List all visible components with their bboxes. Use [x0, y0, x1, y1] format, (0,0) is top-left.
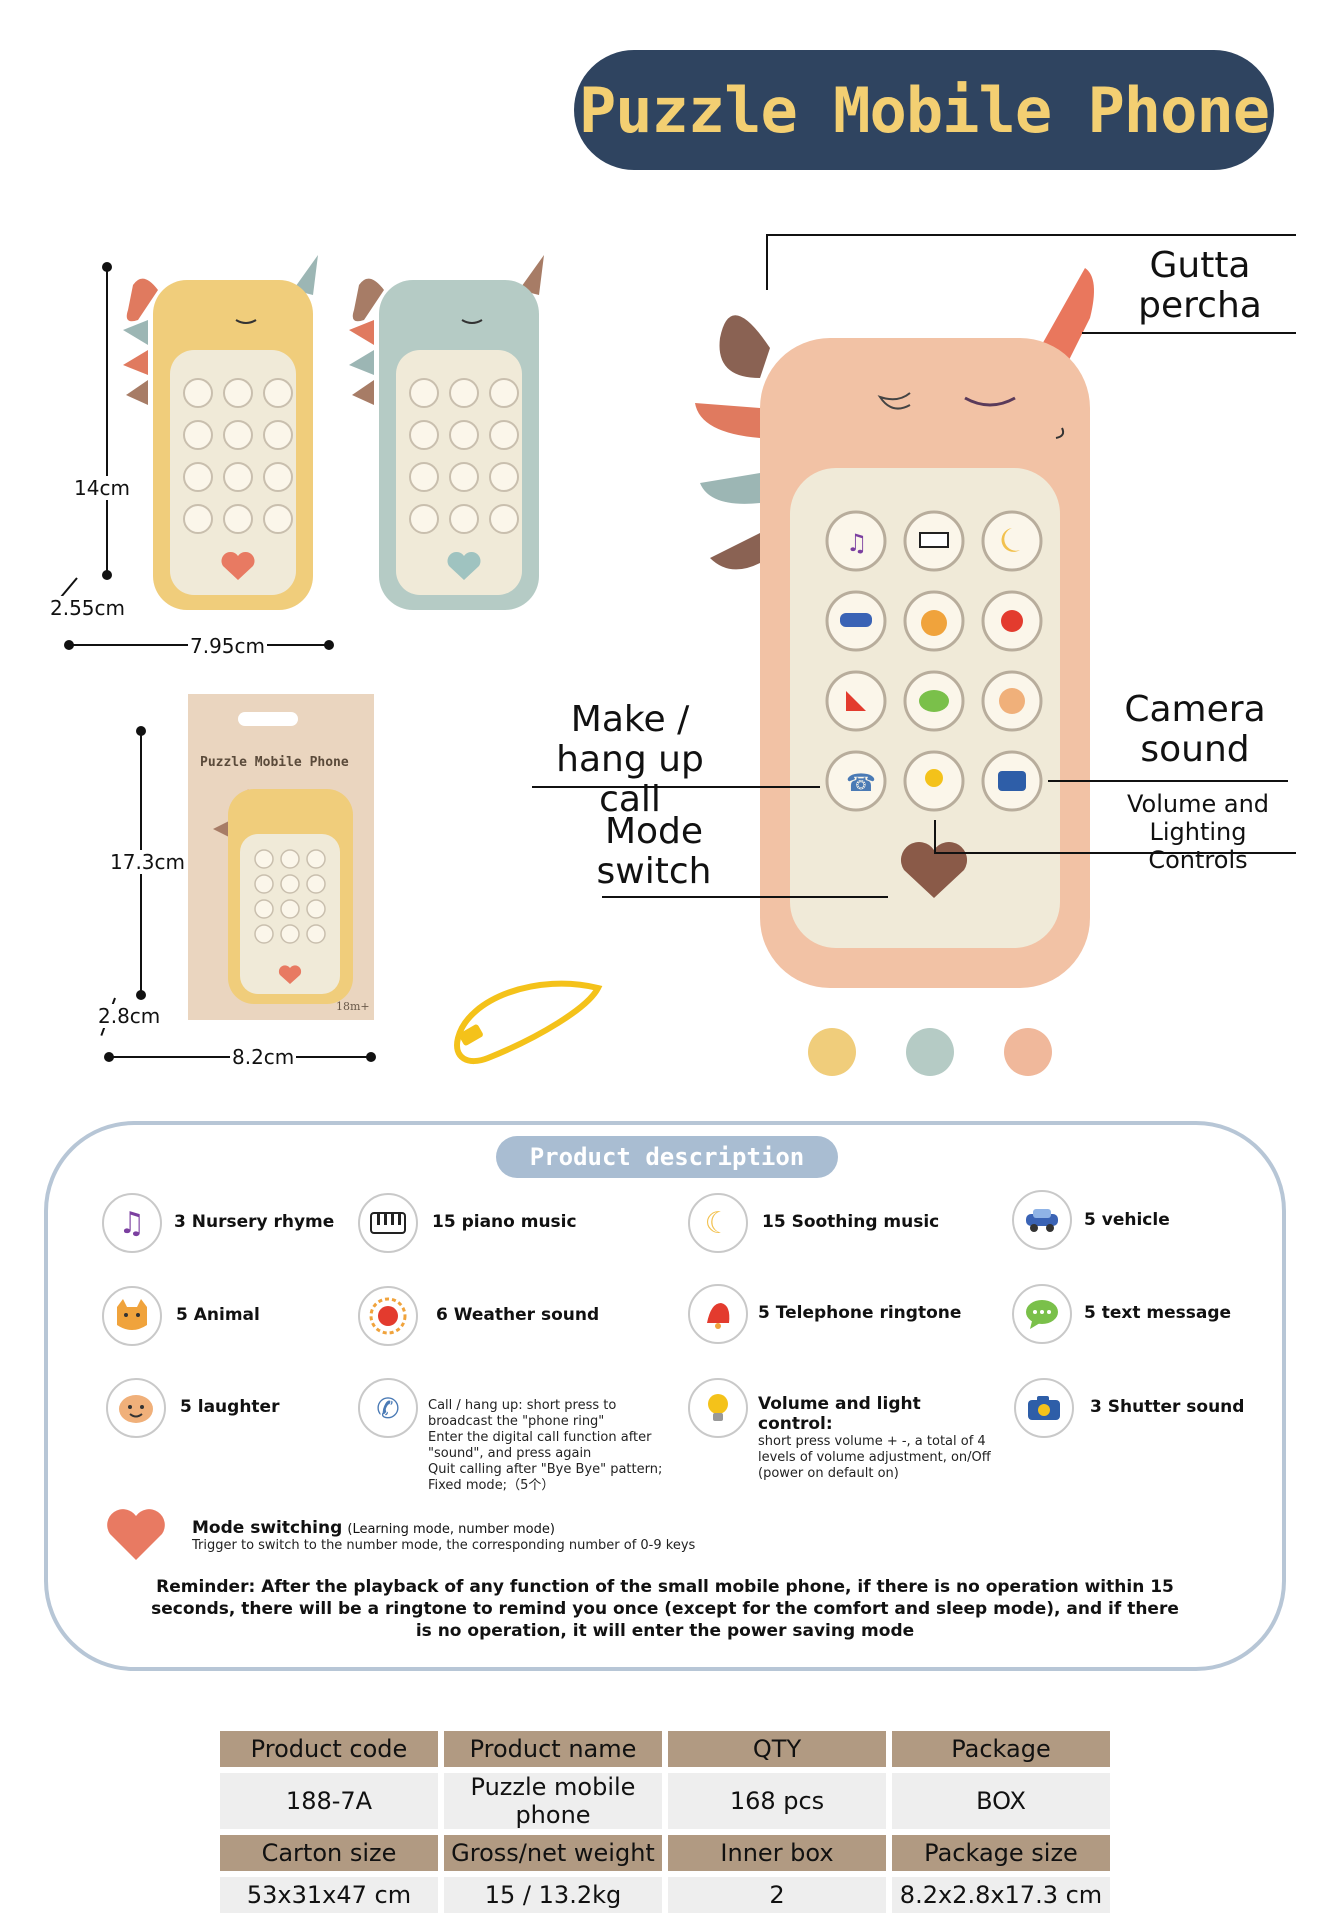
callout-volume-lighting: Volume and Lighting Controls [1126, 790, 1270, 874]
value-inner-box: 2 [668, 1877, 886, 1913]
feature-weather-sound: 6 Weather sound [436, 1305, 600, 1325]
feature-vehicle: 5 vehicle [1084, 1210, 1170, 1230]
svg-text:☎: ☎ [846, 769, 876, 797]
mode-switching-desc: Trigger to switch to the number mode, th… [192, 1538, 696, 1553]
box-label: Puzzle Mobile Phone [200, 755, 349, 770]
header-inner-box: Inner box [668, 1835, 886, 1871]
feature-volume-light-title: Volume and light control: [758, 1394, 921, 1434]
music-note-icon: ♫ [102, 1193, 162, 1253]
value-qty: 168 pcs [668, 1773, 886, 1829]
dim-height: 14cm [72, 476, 132, 500]
page-title: Puzzle Mobile Phone [578, 73, 1270, 147]
header-carton-size: Carton size [220, 1835, 438, 1871]
swatch-pink [1004, 1028, 1052, 1076]
chat-icon [1012, 1284, 1072, 1344]
dim-box-height: 17.3cm [108, 850, 188, 874]
dim-box-depth: 2.8cm [96, 1004, 163, 1028]
table-row: 188-7A Puzzle mobile phone 168 pcs BOX [220, 1773, 1110, 1829]
table-row: Carton size Gross/net weight Inner box P… [220, 1835, 1110, 1871]
feature-volume-light-desc: short press volume + -, a total of 4 lev… [758, 1434, 991, 1481]
table-row: 53x31x47 cm 15 / 13.2kg 2 8.2x2.8x17.3 c… [220, 1877, 1110, 1913]
callout-gutta-percha: Gutta percha [1138, 245, 1262, 326]
car-icon [1012, 1190, 1072, 1250]
callout-make-hang-up: Make / hang up call [556, 699, 704, 820]
swatch-yellow [808, 1028, 856, 1076]
callout-mode-switch: Mode switch [596, 811, 712, 892]
description-panel [44, 1121, 1286, 1671]
box-image [188, 694, 374, 1020]
bulb-icon [688, 1378, 748, 1438]
baby-face-icon [106, 1378, 166, 1438]
feature-telephone-ringtone: 5 Telephone ringtone [758, 1303, 962, 1323]
feature-call-hang-up: Call / hang up: short press to broadcast… [428, 1398, 663, 1493]
dim-box-width: 8.2cm [230, 1045, 297, 1069]
value-product-code: 188-7A [220, 1773, 438, 1829]
feature-piano-music: 15 piano music [432, 1212, 577, 1232]
yellow-phone-image [123, 255, 318, 610]
header-product-code: Product code [220, 1731, 438, 1767]
feature-text-message: 5 text message [1084, 1303, 1232, 1323]
dim-depth: 2.55cm [48, 596, 128, 620]
phone-icon: ✆ [358, 1378, 418, 1438]
box-age: 18m+ [336, 1000, 370, 1013]
moon-icon: ☾ [688, 1193, 748, 1253]
blue-phone-image [349, 255, 544, 610]
piano-icon [358, 1193, 418, 1253]
reminder-text: Reminder: After the playback of any func… [151, 1577, 1179, 1641]
callout-camera-sound: Camera sound [1124, 689, 1266, 770]
swatch-blue [906, 1028, 954, 1076]
mode-switching-sub: (Learning mode, number mode) [347, 1522, 555, 1537]
value-package: BOX [892, 1773, 1110, 1829]
header-product-name: Product name [444, 1731, 662, 1767]
header-package: Package [892, 1731, 1110, 1767]
bell-icon [688, 1284, 748, 1344]
svg-text:♫: ♫ [846, 529, 868, 557]
dim-width: 7.95cm [188, 634, 268, 658]
feature-volume-light: Volume and light control: short press vo… [758, 1394, 998, 1482]
mode-switching: Mode switching (Learning mode, number mo… [192, 1518, 555, 1538]
feature-laughter: 5 laughter [180, 1397, 280, 1417]
value-carton-size: 53x31x47 cm [220, 1877, 438, 1913]
spec-table: Product code Product name QTY Package 18… [214, 1725, 1116, 1919]
feature-animal: 5 Animal [176, 1305, 260, 1325]
header-qty: QTY [668, 1731, 886, 1767]
sun-icon [358, 1286, 418, 1346]
header-package-size: Package size [892, 1835, 1110, 1871]
header-weight: Gross/net weight [444, 1835, 662, 1871]
camera-icon [1014, 1378, 1074, 1438]
main-phone-image: ♫ ☎ [695, 268, 1094, 988]
value-weight: 15 / 13.2kg [444, 1877, 662, 1913]
feature-shutter-sound: 3 Shutter sound [1090, 1397, 1245, 1417]
description-heading: Product description [496, 1136, 838, 1178]
cat-icon [102, 1286, 162, 1346]
value-product-name: Puzzle mobile phone [444, 1773, 662, 1829]
mode-switching-title: Mode switching [192, 1518, 343, 1538]
feature-soothing-music: 15 Soothing music [762, 1212, 940, 1232]
description-heading-text: Product description [529, 1143, 805, 1171]
table-row: Product code Product name QTY Package [220, 1731, 1110, 1767]
title-banner: Puzzle Mobile Phone [574, 50, 1274, 170]
feature-nursery-rhyme: 3 Nursery rhyme [174, 1212, 335, 1232]
heart-icon [107, 1509, 165, 1560]
value-package-size: 8.2x2.8x17.3 cm [892, 1877, 1110, 1913]
lanyard-image [454, 980, 603, 1065]
